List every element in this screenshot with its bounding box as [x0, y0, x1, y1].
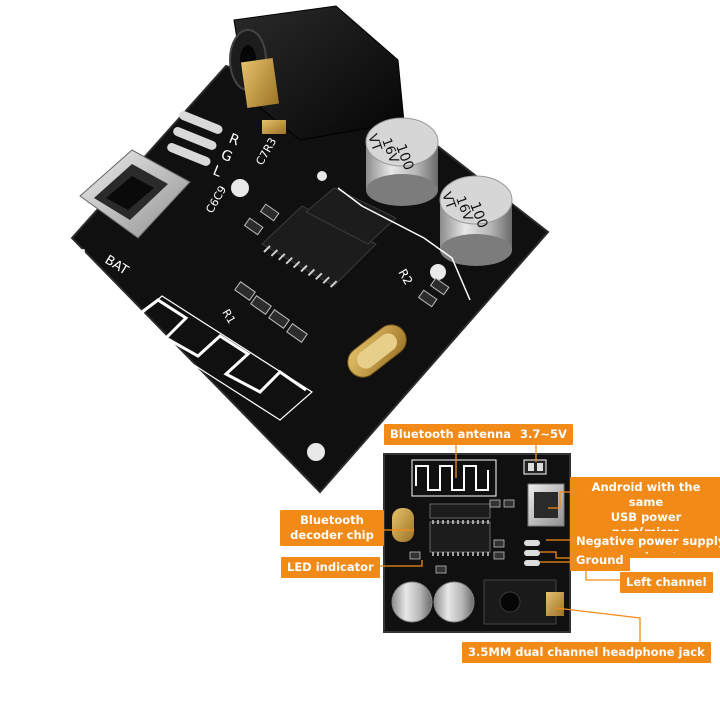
- silk-r1: R1: [219, 307, 238, 326]
- callout-bluetooth-decoder: Bluetooth decoder chip: [280, 510, 384, 546]
- cap-brand: VT: [364, 132, 384, 153]
- rgl-pads-large: R G L: [167, 111, 242, 181]
- callout-bluetooth-antenna: Bluetooth antenna: [384, 424, 518, 445]
- large-board: R G L 100 16V VT 100 16V VT: [67, 5, 550, 494]
- mounting-hole: [307, 443, 325, 461]
- capacitor-small: [433, 581, 475, 623]
- chip-pin: [322, 276, 330, 284]
- chip-pin: [278, 253, 286, 261]
- bat-pad: [91, 277, 109, 295]
- crystal-small: [392, 508, 414, 542]
- mounting-hole: [430, 264, 446, 280]
- decoder-chip-large: [261, 205, 377, 288]
- capacitor-2: 100 16V VT: [438, 175, 513, 266]
- callout-ground: Ground: [570, 550, 630, 571]
- callout-headphone-jack: 3.5MM dual channel headphone jack: [462, 642, 711, 663]
- callout-usb-power-line1: Android with the same: [591, 480, 701, 509]
- amp-chip-small: [429, 503, 491, 519]
- chip-pin: [315, 272, 323, 281]
- callout-voltage: 3.7~5V: [514, 424, 573, 445]
- silk-r2: R2: [395, 267, 415, 288]
- mounting-hole: [317, 171, 327, 181]
- chip-pin: [285, 256, 293, 265]
- chip-pin: [263, 245, 271, 253]
- chip-pin: [270, 249, 279, 257]
- chip-pin: [292, 260, 301, 269]
- chip-pin: [329, 280, 338, 288]
- small-board: [383, 453, 571, 633]
- callout-led-indicator: LED indicator: [281, 557, 380, 578]
- callout-bluetooth-decoder-line1: Bluetooth: [300, 513, 364, 527]
- callout-negative-power: Negative power supply: [570, 531, 720, 552]
- capacitor-small: [391, 581, 433, 623]
- antenna-trace-small: [415, 465, 489, 491]
- cap-brand: VT: [438, 190, 458, 211]
- silk-plus: +: [112, 287, 125, 306]
- amp-chip-large: [305, 187, 397, 245]
- mounting-hole: [231, 179, 249, 197]
- micro-usb-large: [79, 149, 191, 239]
- headphone-jack-small: [483, 579, 557, 625]
- crystal-large: [347, 324, 407, 378]
- antenna-trace-large: [133, 298, 307, 394]
- callout-left-channel: Left channel: [620, 572, 713, 593]
- headphone-jack-large: [229, 5, 405, 141]
- bat-pad: [67, 249, 85, 267]
- callout-bluetooth-decoder-line2: decoder chip: [290, 528, 374, 542]
- chip-pin: [307, 268, 316, 277]
- capacitor-1: 100 16V VT: [364, 117, 439, 206]
- decoder-chip-small: [429, 521, 491, 553]
- chip-pin: [300, 264, 308, 273]
- smd-components-large: [234, 203, 450, 343]
